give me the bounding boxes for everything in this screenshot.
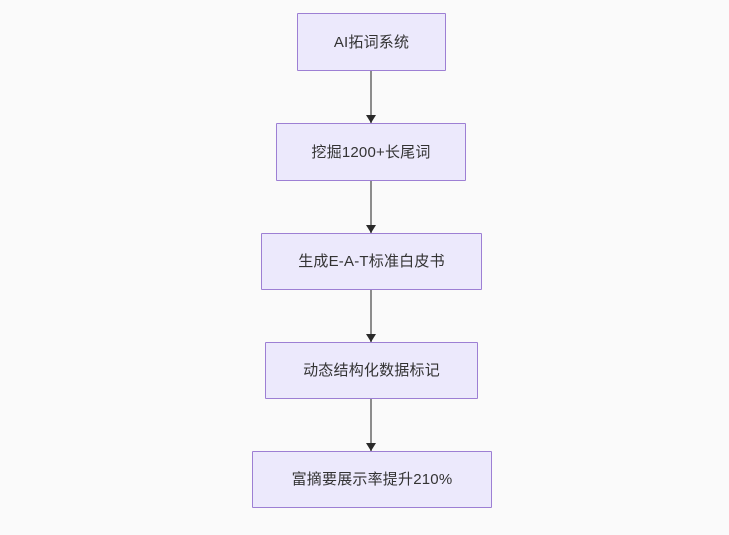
flow-node-eat-whitepaper[interactable]: 生成E-A-T标准白皮书 bbox=[261, 233, 482, 290]
edge-line bbox=[370, 290, 372, 342]
flow-node-longtail-keywords[interactable]: 挖掘1200+长尾词 bbox=[276, 123, 466, 181]
arrowhead-icon bbox=[366, 115, 376, 123]
arrowhead-icon bbox=[366, 225, 376, 233]
edge-line bbox=[370, 181, 372, 233]
flow-node-rich-snippet-result[interactable]: 富摘要展示率提升210% bbox=[252, 451, 492, 508]
edge-line bbox=[370, 71, 372, 123]
arrowhead-icon bbox=[366, 443, 376, 451]
flow-node-structured-data-markup[interactable]: 动态结构化数据标记 bbox=[265, 342, 478, 399]
flow-node-ai-keyword-system[interactable]: AI拓词系统 bbox=[297, 13, 446, 71]
arrowhead-icon bbox=[366, 334, 376, 342]
edge-line bbox=[370, 399, 372, 451]
